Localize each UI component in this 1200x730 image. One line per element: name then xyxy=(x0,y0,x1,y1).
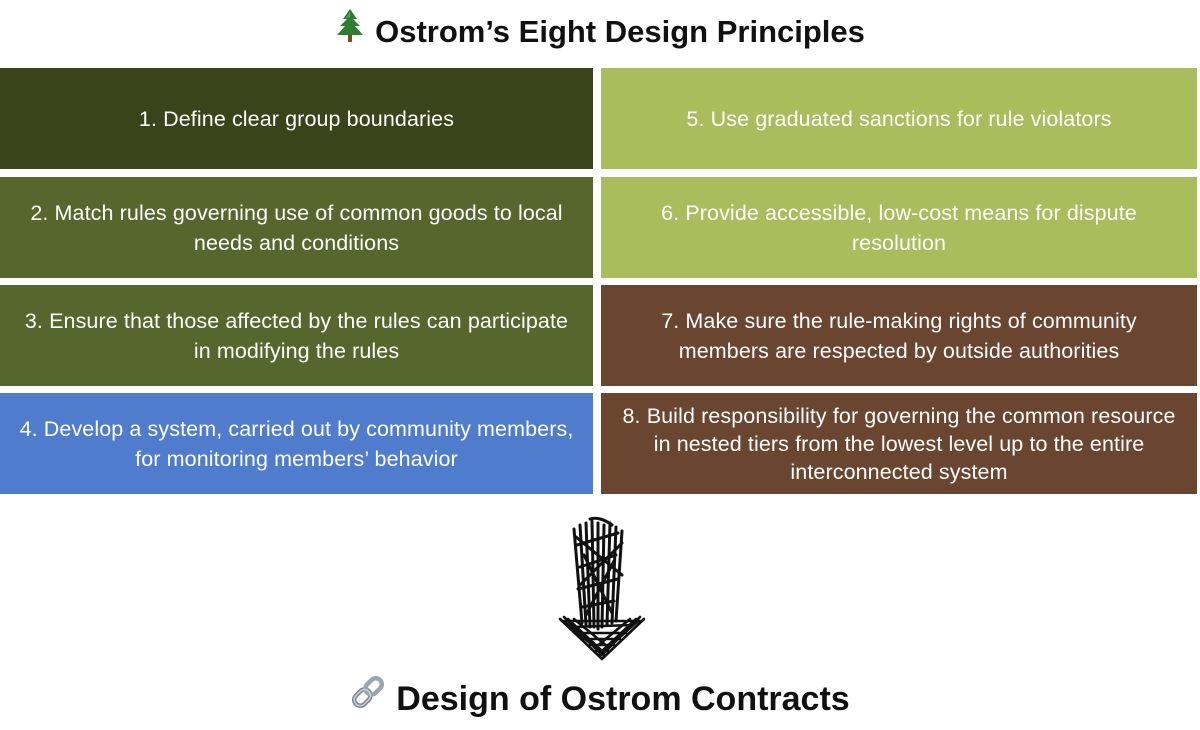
principle-box-8: 8. Build responsibility for governing th… xyxy=(601,393,1197,494)
link-icon xyxy=(350,674,386,722)
principle-label-3: 3. Ensure that those affected by the rul… xyxy=(24,308,569,363)
principle-box-4: 4. Develop a system, carried out by comm… xyxy=(0,393,593,494)
principle-label-7: 7. Make sure the rule-making rights of c… xyxy=(661,308,1137,363)
principle-box-1: 1. Define clear group boundaries xyxy=(0,68,593,169)
principle-box-7: 7. Make sure the rule-making rights of c… xyxy=(601,285,1197,386)
principle-label-2: 2. Match rules governing use of common g… xyxy=(30,200,563,255)
principle-label-6: 6. Provide accessible, low-cost means fo… xyxy=(661,200,1137,255)
principle-label-4: 4. Develop a system, carried out by comm… xyxy=(19,416,574,471)
diagram-title: Ostrom’s Eight Design Principles xyxy=(0,8,1200,54)
principle-label-5: 5. Use graduated sanctions for rule viol… xyxy=(686,106,1112,131)
output-title: Design of Ostrom Contracts xyxy=(0,674,1200,722)
diagram-title-text: Ostrom’s Eight Design Principles xyxy=(375,14,865,49)
principle-label-1: 1. Define clear group boundaries xyxy=(138,106,455,131)
principle-box-5: 5. Use graduated sanctions for rule viol… xyxy=(601,68,1197,169)
scribbled-down-arrow-icon xyxy=(558,516,646,661)
principle-box-2: 2. Match rules governing use of common g… xyxy=(0,177,593,278)
principle-label-8: 8. Build responsibility for governing th… xyxy=(622,403,1176,484)
tree-icon xyxy=(335,8,365,54)
principle-box-6: 6. Provide accessible, low-cost means fo… xyxy=(601,177,1197,278)
principle-box-3: 3. Ensure that those affected by the rul… xyxy=(0,285,593,386)
output-title-text: Design of Ostrom Contracts xyxy=(396,680,850,718)
